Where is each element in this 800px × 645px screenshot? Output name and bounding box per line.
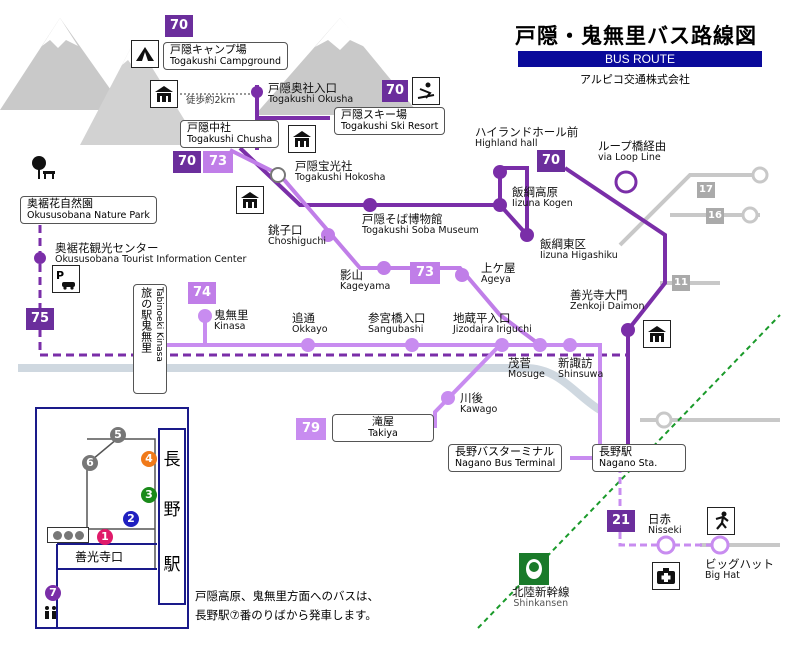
shinkansen-icon (519, 553, 549, 585)
operator-name: アルピコ交通株式会社 (580, 73, 690, 86)
gray-route-11: 11 (672, 275, 690, 291)
runner-icon (707, 507, 735, 535)
shrine-icon-chusha (288, 125, 316, 153)
platform-6: 6 (82, 455, 98, 471)
route-74-line (160, 343, 602, 455)
route-70-badge-top: 70 (165, 15, 193, 37)
platform-7: 7 (45, 585, 61, 601)
river (18, 364, 603, 414)
gray-lines (618, 173, 780, 547)
gray-route-16: 16 (706, 208, 724, 224)
hospital-icon (652, 562, 680, 590)
route-79-line (433, 343, 502, 428)
platform-5: 5 (110, 427, 126, 443)
route-70-badge-highland: 70 (537, 150, 565, 172)
station-char-2: 野 (163, 500, 181, 520)
shrine-icon-zenkoji (643, 320, 671, 348)
route-75-dashed (38, 225, 628, 357)
route-21-line (618, 455, 720, 547)
tree-bench-icon (30, 155, 56, 181)
parking-icon: P (52, 265, 80, 293)
mountain-right (255, 18, 420, 115)
mountain-mid (80, 40, 200, 145)
platform-1: 1 (97, 529, 113, 545)
platform-2: 2 (123, 511, 139, 527)
stop-markers (34, 86, 730, 555)
walk-note: 徒歩約2km (186, 95, 236, 106)
route-70-badge-chusha: 70 (173, 151, 201, 173)
mountain-right-snow (315, 18, 365, 50)
box-tabinoeki-kinasa: Tabinoeki Kinasa 旅の駅鬼無里 (133, 284, 167, 394)
route-73-badge-kageyama: 73 (410, 262, 440, 284)
shrine-icon-okusha (150, 80, 178, 108)
route-70-badge-ski: 70 (382, 80, 408, 102)
zenkojiguchi-label: 善光寺口 (75, 550, 124, 564)
nagano-station-inset: 5 6 4 3 2 1 7 善光寺口 長 野 駅 (35, 407, 189, 629)
route-79-badge: 79 (296, 418, 326, 440)
route-74-badge: 74 (188, 282, 216, 304)
svg-text:P: P (56, 269, 64, 282)
platform-4: 4 (141, 451, 157, 467)
bus-stop-sign-icon (47, 527, 89, 543)
map-title: 戸隠・鬼無里バス路線図 (515, 24, 757, 48)
route-75-badge: 75 (26, 308, 54, 330)
boarding-note: 戸隠高原、鬼無里方面へのバスは、 長野駅⑦番のりばから発車します。 (195, 589, 379, 622)
map-subtitle: BUS ROUTE (518, 51, 762, 67)
station-char-1: 長 (163, 450, 181, 470)
skier-icon (412, 77, 440, 105)
tent-icon (131, 40, 159, 68)
station-char-3: 駅 (163, 555, 181, 575)
mountain-left-snow (42, 18, 78, 48)
route-21-badge: 21 (607, 510, 635, 532)
route-73-badge-chusha: 73 (203, 151, 233, 173)
person-icon (43, 605, 59, 622)
gray-route-17: 17 (697, 182, 715, 198)
platform-3: 3 (141, 487, 157, 503)
shrine-icon-hokosha (236, 186, 264, 214)
mountain-left (0, 18, 125, 110)
